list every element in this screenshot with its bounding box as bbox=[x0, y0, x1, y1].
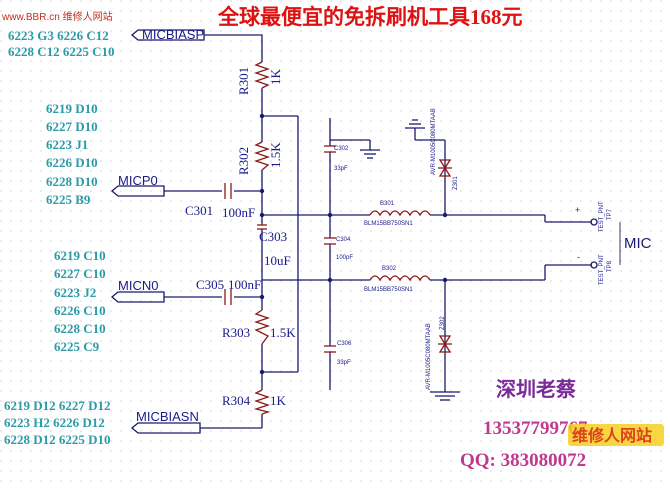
svg-text:R304: R304 bbox=[222, 393, 251, 408]
pin-line: 6219 D12 6227 D12 bbox=[4, 398, 111, 413]
signature-qq: QQ: 383080072 bbox=[460, 450, 586, 471]
resistor-r303: R303 1.5K bbox=[222, 309, 296, 345]
svg-text:维修人网站: 维修人网站 bbox=[572, 426, 652, 445]
pin-line: 6225 C9 bbox=[54, 339, 100, 354]
resistor-r304: R304 1K bbox=[222, 389, 287, 415]
svg-text:R301: R301 bbox=[236, 67, 251, 95]
pin-line: 6228 D10 bbox=[46, 174, 98, 189]
varistor-z302: Z302 AVR-M1005C080MTAAB bbox=[426, 316, 452, 390]
test-point-tp7: TEST_PNT TP7 + bbox=[575, 201, 613, 232]
capacitor-c301: C301 100nF bbox=[185, 183, 255, 220]
svg-text:100pF: 100pF bbox=[336, 255, 353, 261]
svg-text:C303: C303 bbox=[259, 229, 287, 244]
pin-line: 6223 H2 6226 D12 bbox=[4, 415, 105, 430]
svg-text:MICBIASN: MICBIASN bbox=[136, 409, 199, 424]
micn-pin-list: 6219 C10 6227 C10 6223 J2 6226 C10 6228 … bbox=[54, 248, 106, 354]
capacitor-c304: C304 100pF bbox=[324, 237, 353, 261]
svg-text:TEST_PNT: TEST_PNT bbox=[599, 201, 605, 232]
test-point-tp8: TEST_PNT TP8 - bbox=[577, 252, 613, 285]
svg-text:TEST_PNT: TEST_PNT bbox=[599, 254, 605, 285]
svg-text:Z302: Z302 bbox=[440, 316, 446, 330]
svg-text:C306: C306 bbox=[337, 341, 352, 347]
svg-text:+: + bbox=[575, 205, 580, 215]
resistor-r301: R301 1K bbox=[236, 61, 283, 95]
ground-symbol-top bbox=[360, 140, 380, 159]
svg-text:MICBIASP: MICBIASP bbox=[142, 27, 204, 42]
svg-text:AVR-M1005C080MTAAB: AVR-M1005C080MTAAB bbox=[426, 323, 432, 390]
svg-text:33pF: 33pF bbox=[334, 166, 348, 172]
pin-line: 6219 C10 bbox=[54, 248, 106, 263]
svg-text:B302: B302 bbox=[382, 266, 397, 272]
svg-text:100nF: 100nF bbox=[228, 277, 261, 292]
svg-text:10uF: 10uF bbox=[264, 253, 291, 268]
svg-text:1K: 1K bbox=[268, 69, 283, 86]
svg-text:Z301: Z301 bbox=[453, 176, 459, 190]
capacitor-c302: C302 33pF bbox=[324, 145, 349, 172]
net-flag-micp: MICP0 bbox=[110, 173, 165, 197]
pin-line: 6223 G3 6226 C12 bbox=[8, 28, 109, 43]
svg-text:MICN0: MICN0 bbox=[118, 278, 158, 293]
svg-text:1K: 1K bbox=[270, 393, 287, 408]
net-flag-micn: MICN0 bbox=[110, 278, 165, 303]
pin-line: 6227 D10 bbox=[46, 119, 98, 134]
pin-line: 6228 C12 6225 C10 bbox=[8, 44, 115, 59]
svg-text:MIC: MIC bbox=[624, 235, 652, 252]
svg-text:B301: B301 bbox=[380, 201, 395, 207]
capacitor-c306: C306 33pF bbox=[324, 341, 352, 366]
pin-line: 6223 J1 bbox=[46, 137, 88, 152]
svg-text:AVR-M1005C080MTAAB: AVR-M1005C080MTAAB bbox=[431, 108, 437, 175]
capacitor-c303: C303 10uF bbox=[257, 224, 291, 280]
svg-text:R303: R303 bbox=[222, 325, 250, 340]
svg-text:BLM15BB750SN1: BLM15BB750SN1 bbox=[364, 287, 413, 293]
net-flag-micbiasp: MICBIASP bbox=[130, 27, 205, 42]
micbiasp-pin-list: 6223 G3 6226 C12 6228 C12 6225 C10 bbox=[8, 28, 115, 59]
varistor-z301: Z301 AVR-M1005C080MTAAB bbox=[431, 108, 459, 190]
wires bbox=[164, 34, 592, 429]
svg-text:C304: C304 bbox=[336, 237, 351, 243]
signature-phone: 13537799767 bbox=[483, 418, 588, 439]
pin-line: 6219 D10 bbox=[46, 101, 98, 116]
svg-text:BLM15BB750SN1: BLM15BB750SN1 bbox=[364, 221, 413, 227]
svg-text:1.5K: 1.5K bbox=[270, 325, 296, 340]
pin-line: 6228 D12 6225 D10 bbox=[4, 432, 111, 447]
pin-line: 6227 C10 bbox=[54, 266, 106, 281]
svg-text:33pF: 33pF bbox=[337, 360, 351, 366]
ground-symbol-zener bbox=[405, 119, 425, 129]
pin-line: 6226 C10 bbox=[54, 303, 106, 318]
svg-text:-: - bbox=[577, 252, 580, 262]
svg-text:C305: C305 bbox=[196, 277, 224, 292]
site-logo: 维修人网站 bbox=[568, 424, 664, 446]
pin-line: 6228 C10 bbox=[54, 321, 106, 336]
ferrite-bead-b302: B302 BLM15BB750SN1 bbox=[364, 266, 431, 293]
headline: 全球最便宜的免拆刷机工具168元 bbox=[217, 5, 523, 29]
pin-line: 6225 B9 bbox=[46, 192, 91, 207]
junction-dots bbox=[259, 113, 448, 375]
pin-line: 6226 D10 bbox=[46, 155, 98, 170]
svg-text:MICP0: MICP0 bbox=[118, 173, 158, 188]
resistor-r302: R302 1.5K bbox=[236, 141, 283, 175]
svg-text:C302: C302 bbox=[334, 146, 349, 152]
svg-text:1.5K: 1.5K bbox=[268, 142, 283, 168]
capacitor-c305: C305 100nF bbox=[196, 277, 261, 305]
micbiasn-pin-list: 6219 D12 6227 D12 6223 H2 6226 D12 6228 … bbox=[4, 398, 111, 447]
net-flag-micbiasn: MICBIASN bbox=[130, 409, 201, 434]
mic-label: MIC bbox=[619, 222, 652, 265]
svg-text:C301: C301 bbox=[185, 203, 213, 218]
svg-text:R302: R302 bbox=[236, 147, 251, 175]
signature-name: 深圳老蔡 bbox=[496, 377, 576, 401]
watermark-url: www.BBR.cn 维修人网站 bbox=[1, 10, 113, 23]
svg-text:TP8: TP8 bbox=[607, 260, 613, 272]
pin-line: 6223 J2 bbox=[54, 285, 96, 300]
ferrite-bead-b301: B301 BLM15BB750SN1 bbox=[364, 201, 431, 227]
svg-text:TP7: TP7 bbox=[607, 208, 613, 220]
svg-text:100nF: 100nF bbox=[222, 205, 255, 220]
micp-pin-list: 6219 D10 6227 D10 6223 J1 6226 D10 6228 … bbox=[46, 101, 98, 207]
